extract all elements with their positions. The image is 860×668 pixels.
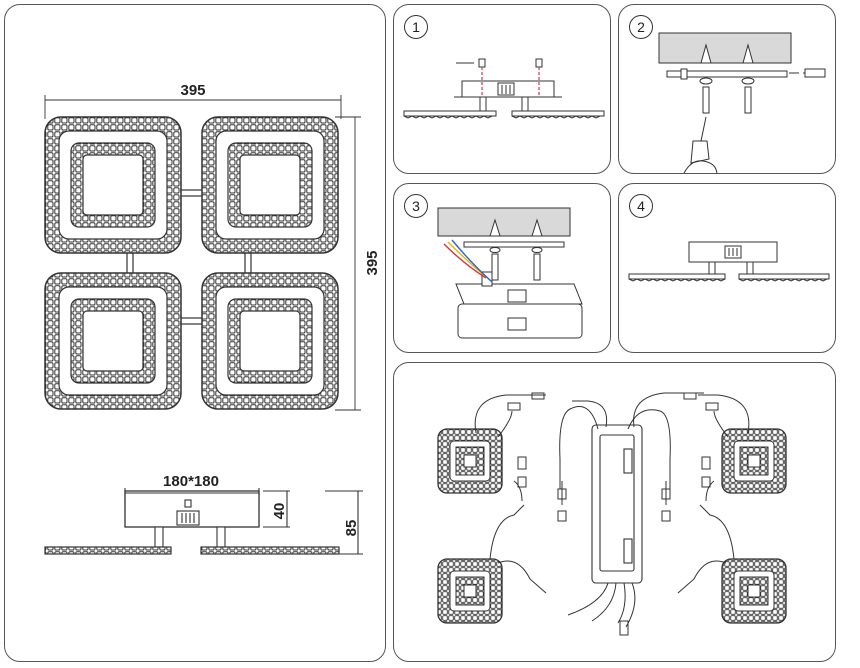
- height-label: 395: [364, 250, 381, 275]
- wiring-drawing: [437, 392, 787, 636]
- step-2-drawing: [658, 32, 826, 173]
- module-bottom-right: [721, 558, 787, 624]
- height-dimension-line: [335, 116, 361, 411]
- wiring-panel: [393, 362, 836, 662]
- step-2-panel: 2: [618, 4, 836, 174]
- total-height-label: 85: [343, 520, 360, 537]
- fixture-top-view: [44, 116, 339, 410]
- step-4-panel: 4: [618, 183, 836, 353]
- square-bottom-left: [44, 272, 182, 410]
- step-3-number: 3: [404, 194, 428, 218]
- base-height-label: 40: [271, 503, 288, 520]
- step-4-drawing: [628, 241, 830, 282]
- module-top-left: [437, 428, 503, 494]
- fixture-side-view: [44, 488, 363, 555]
- step-2-number: 2: [629, 15, 653, 39]
- step-1-panel: 1: [393, 4, 611, 174]
- step-3-drawing: [437, 207, 583, 339]
- ceiling: [658, 32, 792, 64]
- step-1-number: 1: [404, 15, 428, 39]
- wiring: [474, 392, 750, 636]
- led-driver: [591, 424, 643, 584]
- step-1-drawing: [403, 58, 605, 119]
- dimensions-panel: 395 395: [4, 4, 386, 662]
- width-label: 395: [180, 82, 205, 99]
- square-top-right: [201, 116, 339, 254]
- square-bottom-right: [201, 272, 339, 410]
- step-3-panel: 3: [393, 183, 611, 353]
- dimensions-drawing: 395 395: [44, 82, 381, 555]
- square-top-left: [44, 116, 182, 254]
- width-dimension-line: [44, 95, 342, 119]
- step-4-number: 4: [629, 194, 653, 218]
- module-top-right: [721, 428, 787, 494]
- module-bottom-left: [437, 558, 503, 624]
- base-size-label: 180*180: [163, 473, 219, 490]
